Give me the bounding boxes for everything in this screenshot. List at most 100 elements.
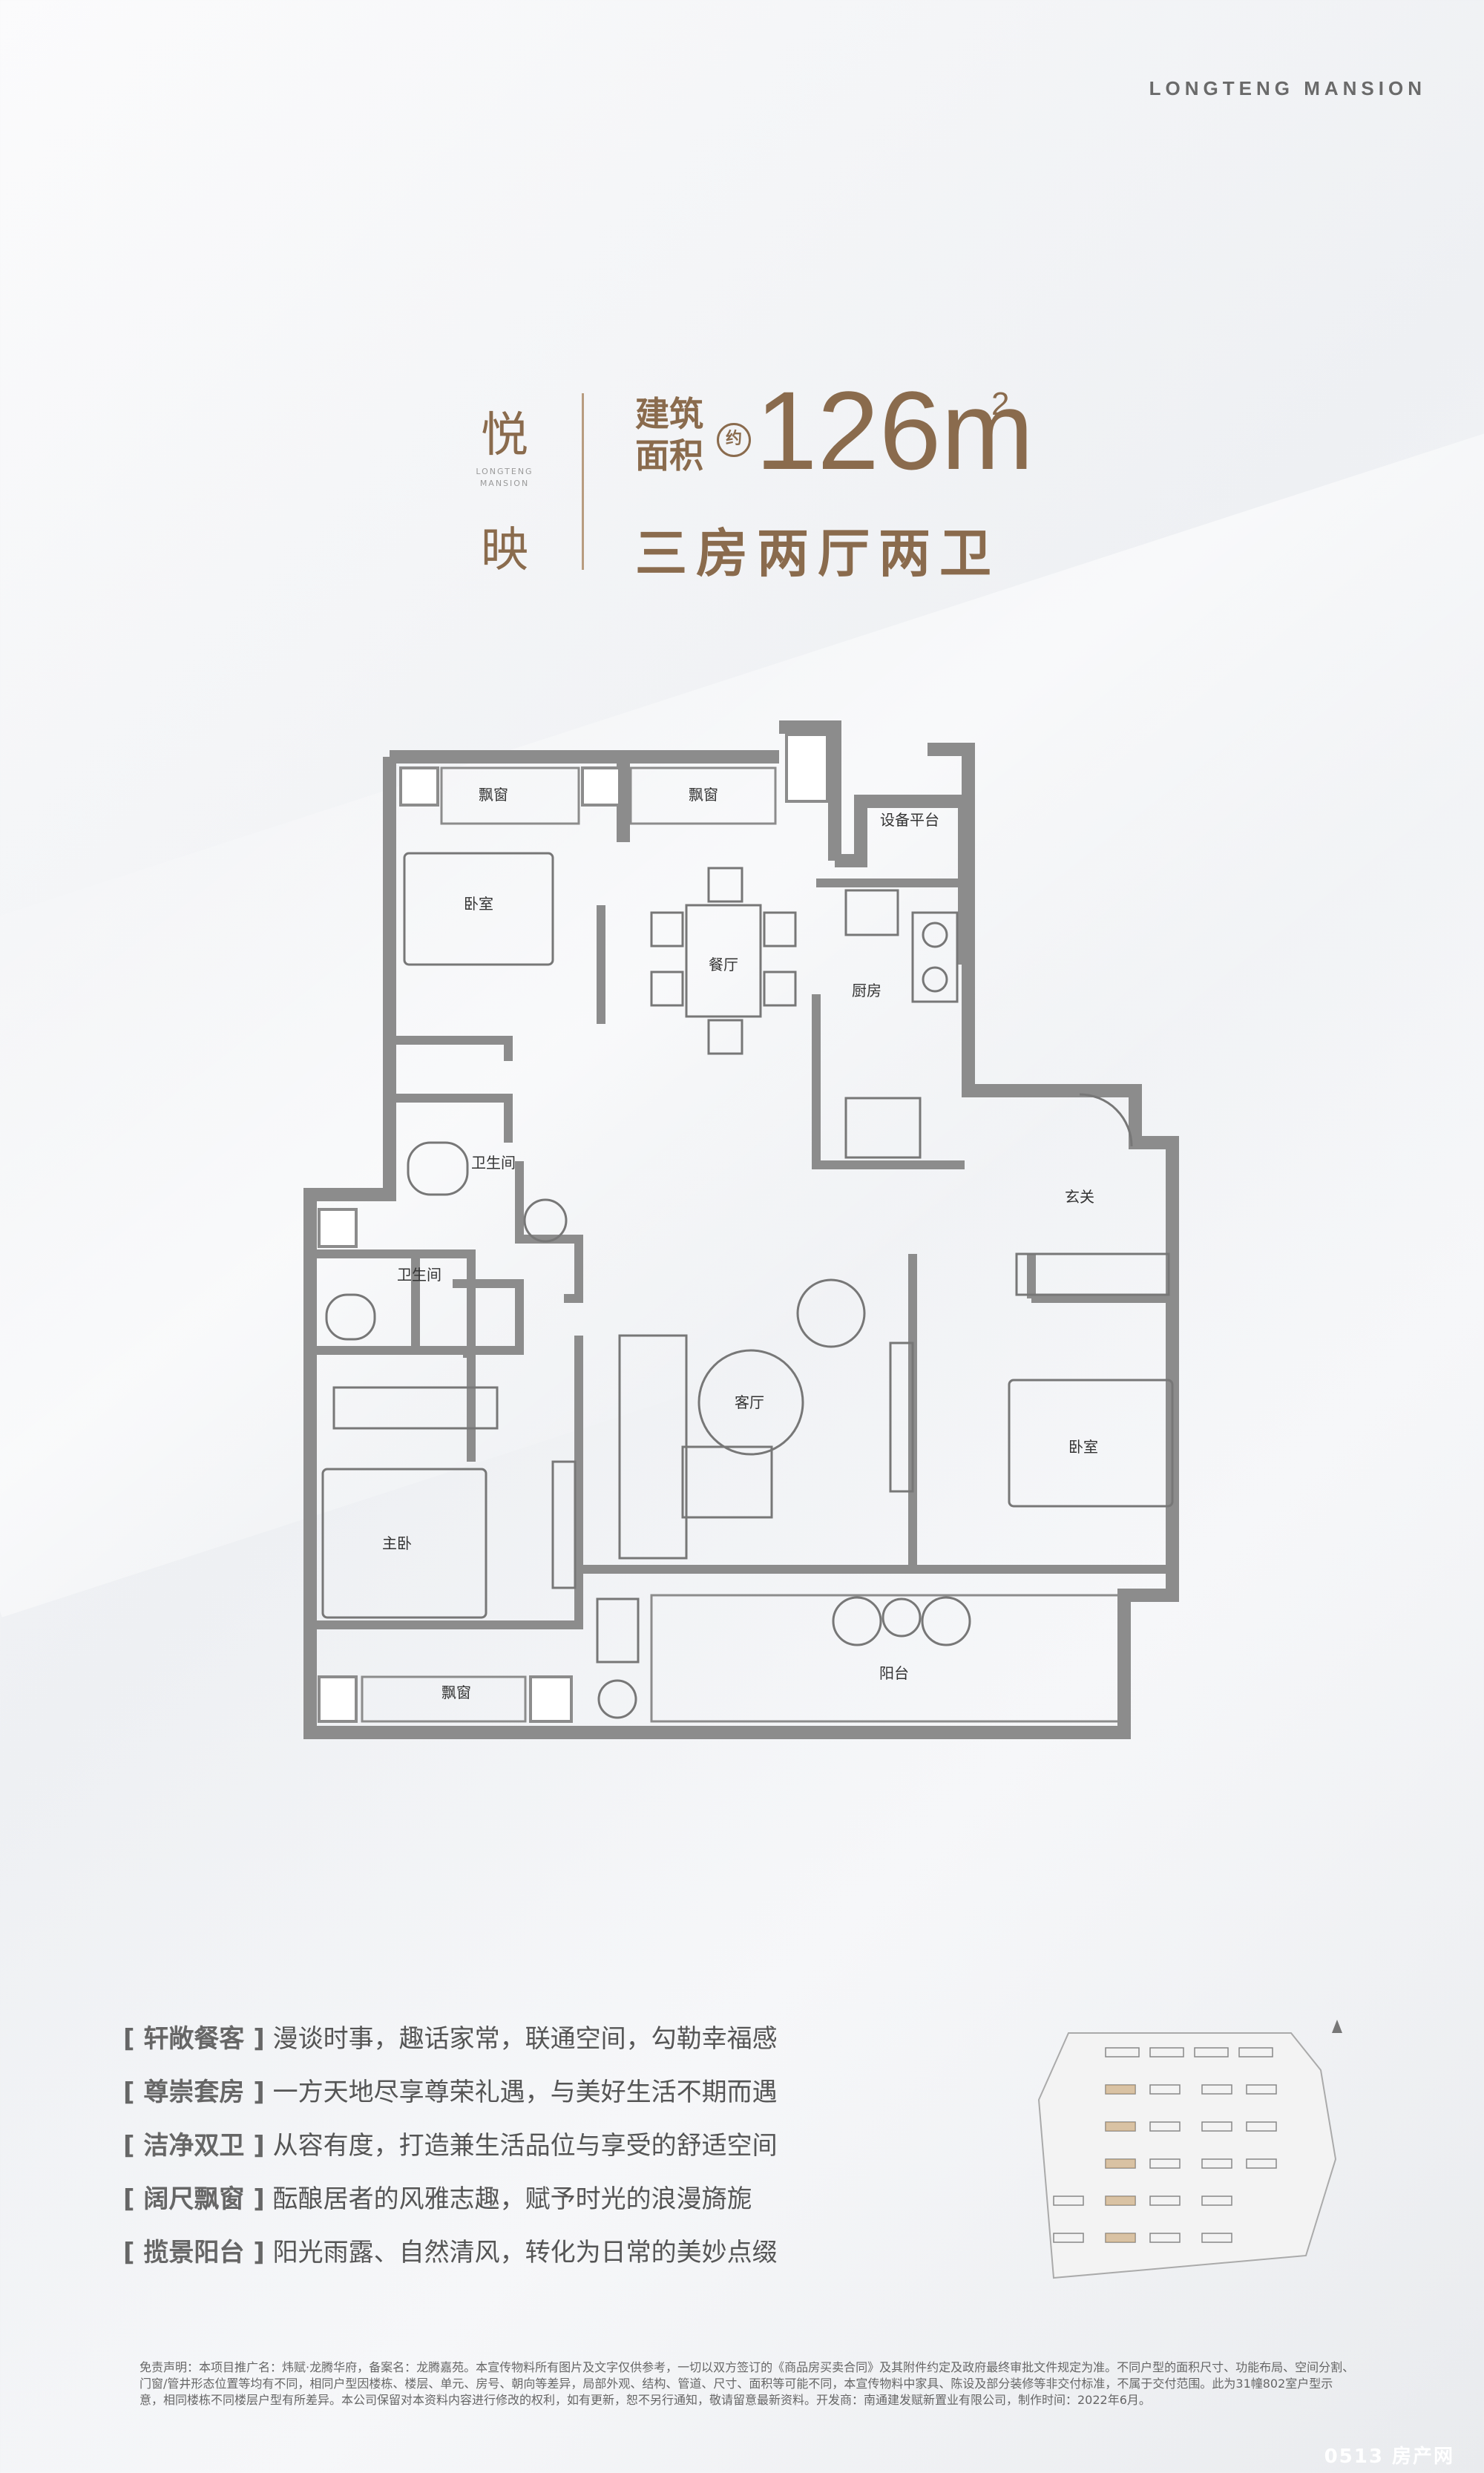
series-mini-en: LONGTENG MANSION [453,466,556,490]
building [1149,2121,1181,2132]
brand-name: LONGTENG MANSION [1149,77,1426,99]
corner-column-3 [785,733,829,803]
balcony-chair-2 [921,1596,971,1646]
building [1149,2158,1181,2169]
highlighted-building [1106,2159,1135,2168]
building [1149,2233,1181,2243]
building [1238,2047,1273,2057]
feature-item: [ 尊崇套房 ] 一方天地尽享尊荣礼遇，与美好生活不期而遇 [123,2072,778,2108]
top-notch-wall [779,720,841,861]
entrance-cabinet [1015,1252,1170,1296]
area-label: 建筑 面积 [635,393,703,476]
series-mini-en-line1: LONGTENG [476,467,533,476]
building [1246,2084,1277,2095]
entrance-door-swing [1079,1093,1133,1147]
label-master-bedroom: 主卧 [382,1534,412,1552]
disclaimer: 免责声明：本项目推广名：炜赋·龙腾华府，备案名：龙腾嘉苑。本宣传物料所有图片及文… [139,2360,1355,2407]
label-bathroom-1: 卫生间 [471,1154,516,1172]
building [1149,2047,1184,2057]
label-dining: 餐厅 [709,956,738,973]
coffee-table [697,1349,804,1456]
feature-title: [ 阔尺飘窗 ] [123,2184,265,2214]
area-approx-badge: 约 [717,423,751,457]
building [1246,2121,1277,2132]
label-entrance: 玄关 [1065,1188,1094,1206]
burner-1 [922,922,948,948]
chair-4 [650,971,684,1007]
area-label-line2: 面积 [635,436,703,476]
master-wardrobe [332,1386,499,1430]
building [1201,2196,1232,2206]
bath1-south-wall [515,1161,583,1303]
series-char-top: 悦 [481,408,528,463]
building [1246,2158,1277,2169]
bed-2 [1008,1379,1174,1508]
dryer [597,1679,637,1719]
burner-2 [922,966,948,993]
north-arrow-icon [1332,2020,1342,2033]
armchair [796,1278,866,1348]
fridge [844,1097,922,1159]
stove [911,911,959,1003]
building [1194,2047,1229,2057]
building [1201,2158,1232,2169]
feature-text: 阳光雨露、自然清风，转化为日常的美妙点缀 [272,2238,778,2267]
layout-name: 三房两厅两卫 [635,523,1000,584]
corner-column-5 [529,1675,573,1723]
feature-title: [ 揽景阳台 ] [123,2238,265,2267]
label-bay-window-2: 飘窗 [689,786,718,804]
feature-title: [ 洁净双卫 ] [123,2131,265,2161]
site-map [1037,2020,1342,2279]
balcony-chair-1 [832,1596,882,1646]
feature-title: [ 轩敞餐客 ] [123,2024,265,2054]
label-equipment-platform: 设备平台 [880,811,939,829]
master-bed [321,1468,487,1619]
chair-5 [763,911,797,948]
highlighted-building [1106,2196,1135,2205]
label-bathroom-2: 卫生间 [397,1266,441,1284]
building [1105,2047,1140,2057]
building [1149,2196,1181,2206]
bedroom1-south-wall [390,1036,513,1061]
feature-text: 漫谈时事，趣话家常，联通空间，勾勒幸福感 [272,2024,778,2054]
ottoman [681,1445,773,1519]
corner-column-4 [318,1675,358,1723]
bay-window-1-shape [440,766,580,825]
bay-window-3-shape [361,1675,527,1723]
chair-1 [707,867,743,903]
building [1053,2233,1084,2243]
sofa [618,1334,688,1560]
bath2-south-wall [310,1346,472,1358]
bath1-north-wall [390,1094,513,1143]
bath2-north-wall [310,1249,476,1462]
outer-wall [303,743,1179,1739]
toilet-1 [407,1141,469,1196]
feature-item: [ 轩敞餐客 ] 漫谈时事，趣话家常，联通空间，勾勒幸福感 [123,2018,778,2055]
feature-item: [ 洁净双卫 ] 从容有度，打造兼生活品位与享受的舒适空间 [123,2125,778,2161]
label-bay-window-1: 飘窗 [479,786,508,804]
chair-3 [650,911,684,948]
corner-column-6 [318,1208,358,1248]
feature-text: 酝酿居者的风雅志趣，赋予时光的浪漫旖旎 [272,2184,752,2214]
label-balcony: 阳台 [879,1664,909,1682]
watermark-logo: 0513 房产网 [1324,2446,1454,2468]
area-number: 126 [755,368,942,493]
building [1201,2233,1232,2243]
label-living: 客厅 [735,1393,764,1411]
dining-table [685,904,762,1018]
series-char-bottom: 映 [481,523,528,578]
corner-column-2 [581,766,621,807]
area-label-line1: 建筑 [635,394,703,434]
bed-1 [403,852,554,966]
chair-6 [763,971,797,1007]
highlighted-building [1106,2233,1135,2242]
master-east-wall [310,1336,583,1629]
kitchen-west-wall [812,994,965,1169]
area-unit: m [941,368,1034,493]
tv-unit-master [551,1460,577,1589]
highlighted-building [1106,2085,1135,2094]
highlighted-building [1106,2122,1135,2131]
label-bedroom-2: 卧室 [1068,1438,1098,1456]
series-mini-en-line2: MANSION [479,479,530,488]
label-kitchen: 厨房 [852,982,881,999]
